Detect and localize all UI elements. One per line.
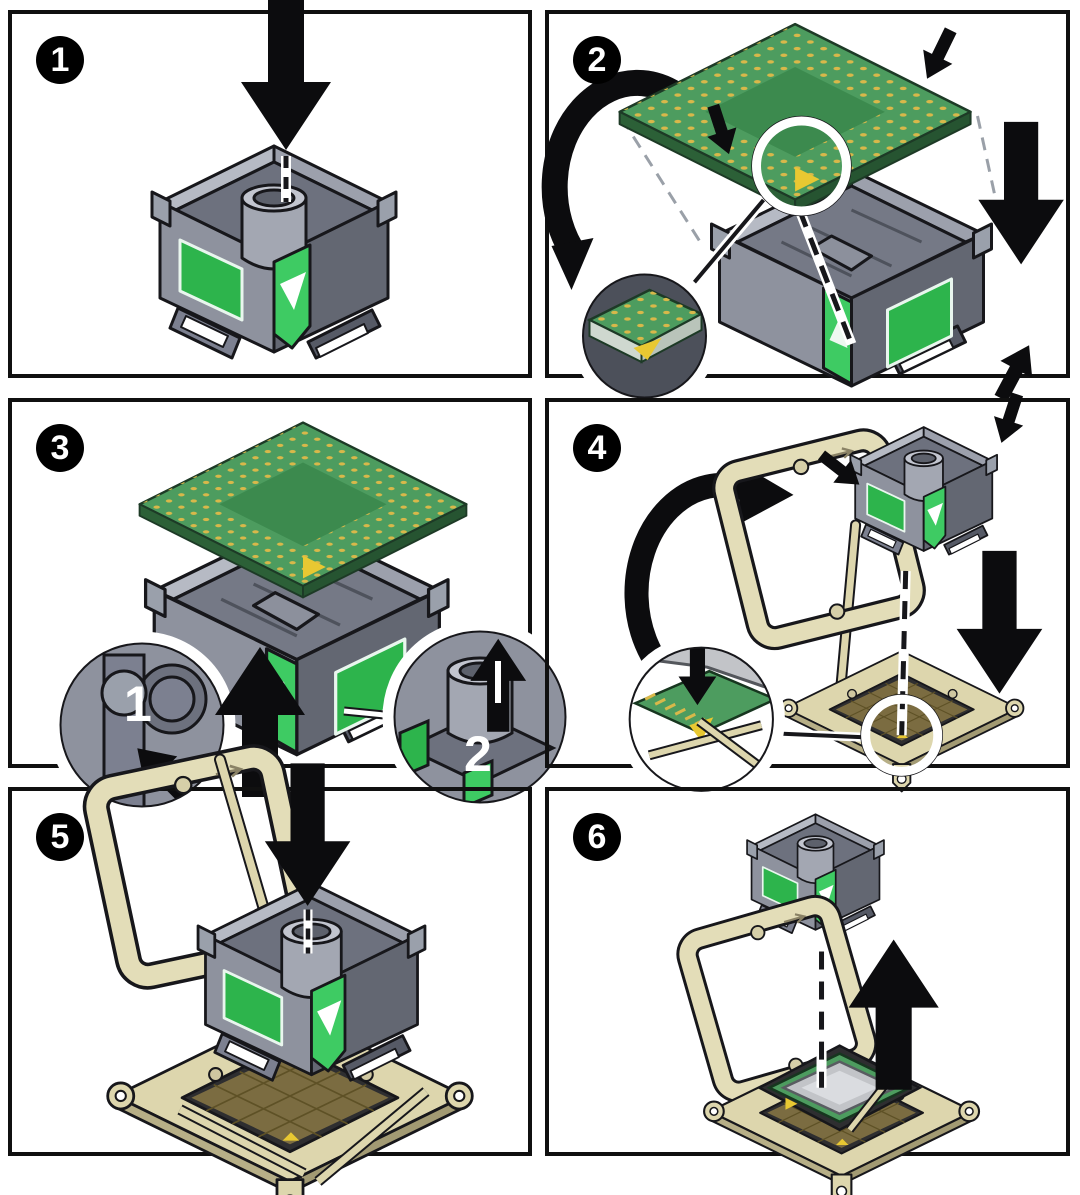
panel-step-5: 5 bbox=[8, 787, 532, 1195]
panel-step-1: 1 bbox=[8, 0, 532, 378]
press-down-arrow-icon bbox=[956, 550, 1043, 694]
step-5-illustration bbox=[12, 791, 474, 1195]
panel-step-4: 4 bbox=[545, 389, 1070, 803]
step-number-badge: 5 bbox=[36, 813, 84, 861]
step-4-illustration bbox=[617, 389, 1043, 803]
press-down-arrow-icon bbox=[241, 0, 331, 150]
step-6-illustration bbox=[549, 813, 981, 1195]
processor-graphic bbox=[138, 421, 468, 599]
panel-step-6: 6 bbox=[545, 787, 1070, 1195]
processor-tool-graphic bbox=[710, 168, 993, 388]
callout-label-1: 1 bbox=[124, 676, 152, 732]
step-number-badge: 2 bbox=[573, 36, 621, 84]
corner-arrow-icon bbox=[986, 389, 1032, 448]
alignment-dashed-line bbox=[620, 117, 703, 245]
step-number-badge: 6 bbox=[573, 813, 621, 861]
step-2-illustration bbox=[541, 22, 1064, 410]
step-number-badge: 3 bbox=[36, 424, 84, 472]
step-1-illustration bbox=[150, 0, 398, 360]
retention-arm-graphic bbox=[177, 1087, 430, 1186]
alignment-dashed-line bbox=[896, 570, 911, 736]
callout-label-2: 2 bbox=[464, 726, 492, 782]
callout-leader-line bbox=[771, 728, 864, 742]
processor-tool-graphic bbox=[150, 144, 398, 360]
corner-arrow-icon bbox=[912, 23, 966, 86]
alignment-dashed-line bbox=[794, 208, 857, 346]
detail-circle-ring bbox=[861, 694, 943, 776]
step-3-illustration: 1 2 bbox=[48, 421, 578, 819]
callout-circle-2: 2 bbox=[382, 619, 578, 815]
panel-step-2: 2 bbox=[541, 10, 1070, 410]
callout-circle-chip-corner bbox=[617, 635, 785, 803]
step-number-badge: 1 bbox=[36, 36, 84, 84]
detail-circle-ring bbox=[752, 116, 851, 216]
load-lever-graphic bbox=[214, 753, 270, 916]
callout-circle-chip-corner bbox=[571, 262, 718, 410]
step-number-badge: 4 bbox=[573, 424, 621, 472]
panel-step-3: 1 2 3 bbox=[8, 398, 578, 819]
